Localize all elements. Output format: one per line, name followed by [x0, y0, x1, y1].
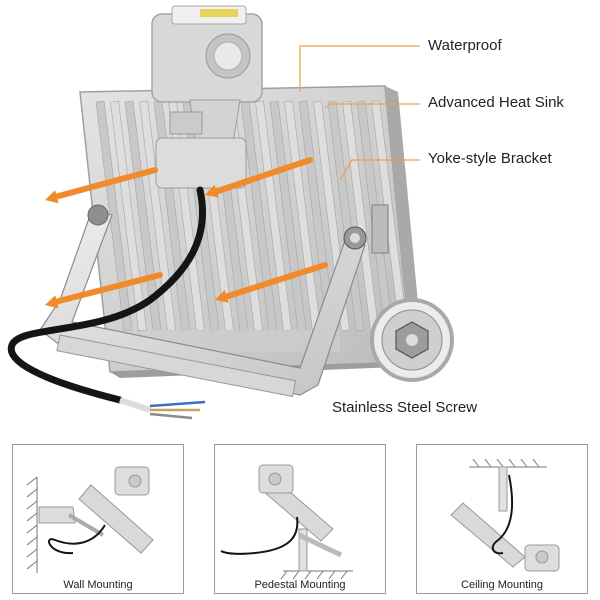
- ceiling-mounting-label: Ceiling Mounting: [461, 579, 543, 591]
- floodlight-illustration: [7, 5, 454, 420]
- yoke-bracket: [39, 204, 389, 398]
- callout-bracket: Yoke-style Bracket: [428, 150, 552, 167]
- panel-pedestal-mounting: Pedestal Mounting: [214, 444, 386, 594]
- airflow-arrow-shaft: [222, 262, 328, 300]
- airflow-arrow-shaft: [212, 157, 313, 195]
- airflow-arrows: [45, 157, 328, 309]
- heat-sink-fin: [110, 100, 147, 332]
- panel-ceiling-mounting: Ceiling Mounting: [416, 444, 588, 594]
- callout-heat-sink: Advanced Heat Sink: [428, 94, 564, 111]
- airflow-arrow-head: [45, 295, 59, 309]
- power-cable: [7, 186, 207, 420]
- wall-mounting-illustration: [26, 466, 154, 573]
- panel-wall-mounting: Wall Mounting: [12, 444, 184, 594]
- airflow-arrow-head: [215, 289, 229, 303]
- airflow-arrow-shaft: [52, 272, 163, 305]
- motion-sensor: [151, 5, 263, 189]
- heat-sink-fin: [95, 100, 133, 332]
- airflow-arrow-head: [205, 184, 219, 198]
- wall-mounting-label: Wall Mounting: [63, 579, 133, 591]
- airflow-arrow-shaft: [52, 167, 158, 200]
- callout-lines: [299, 45, 420, 181]
- stainless-steel-screw-detail: [370, 298, 454, 382]
- callout-waterproof: Waterproof: [428, 37, 502, 54]
- pedestal-mounting-illustration: [220, 464, 353, 580]
- airflow-arrow-head: [45, 190, 59, 204]
- pedestal-mounting-label: Pedestal Mounting: [254, 579, 346, 591]
- ceiling-mounting-illustration: [450, 458, 560, 572]
- callout-screw: Stainless Steel Screw: [332, 399, 478, 416]
